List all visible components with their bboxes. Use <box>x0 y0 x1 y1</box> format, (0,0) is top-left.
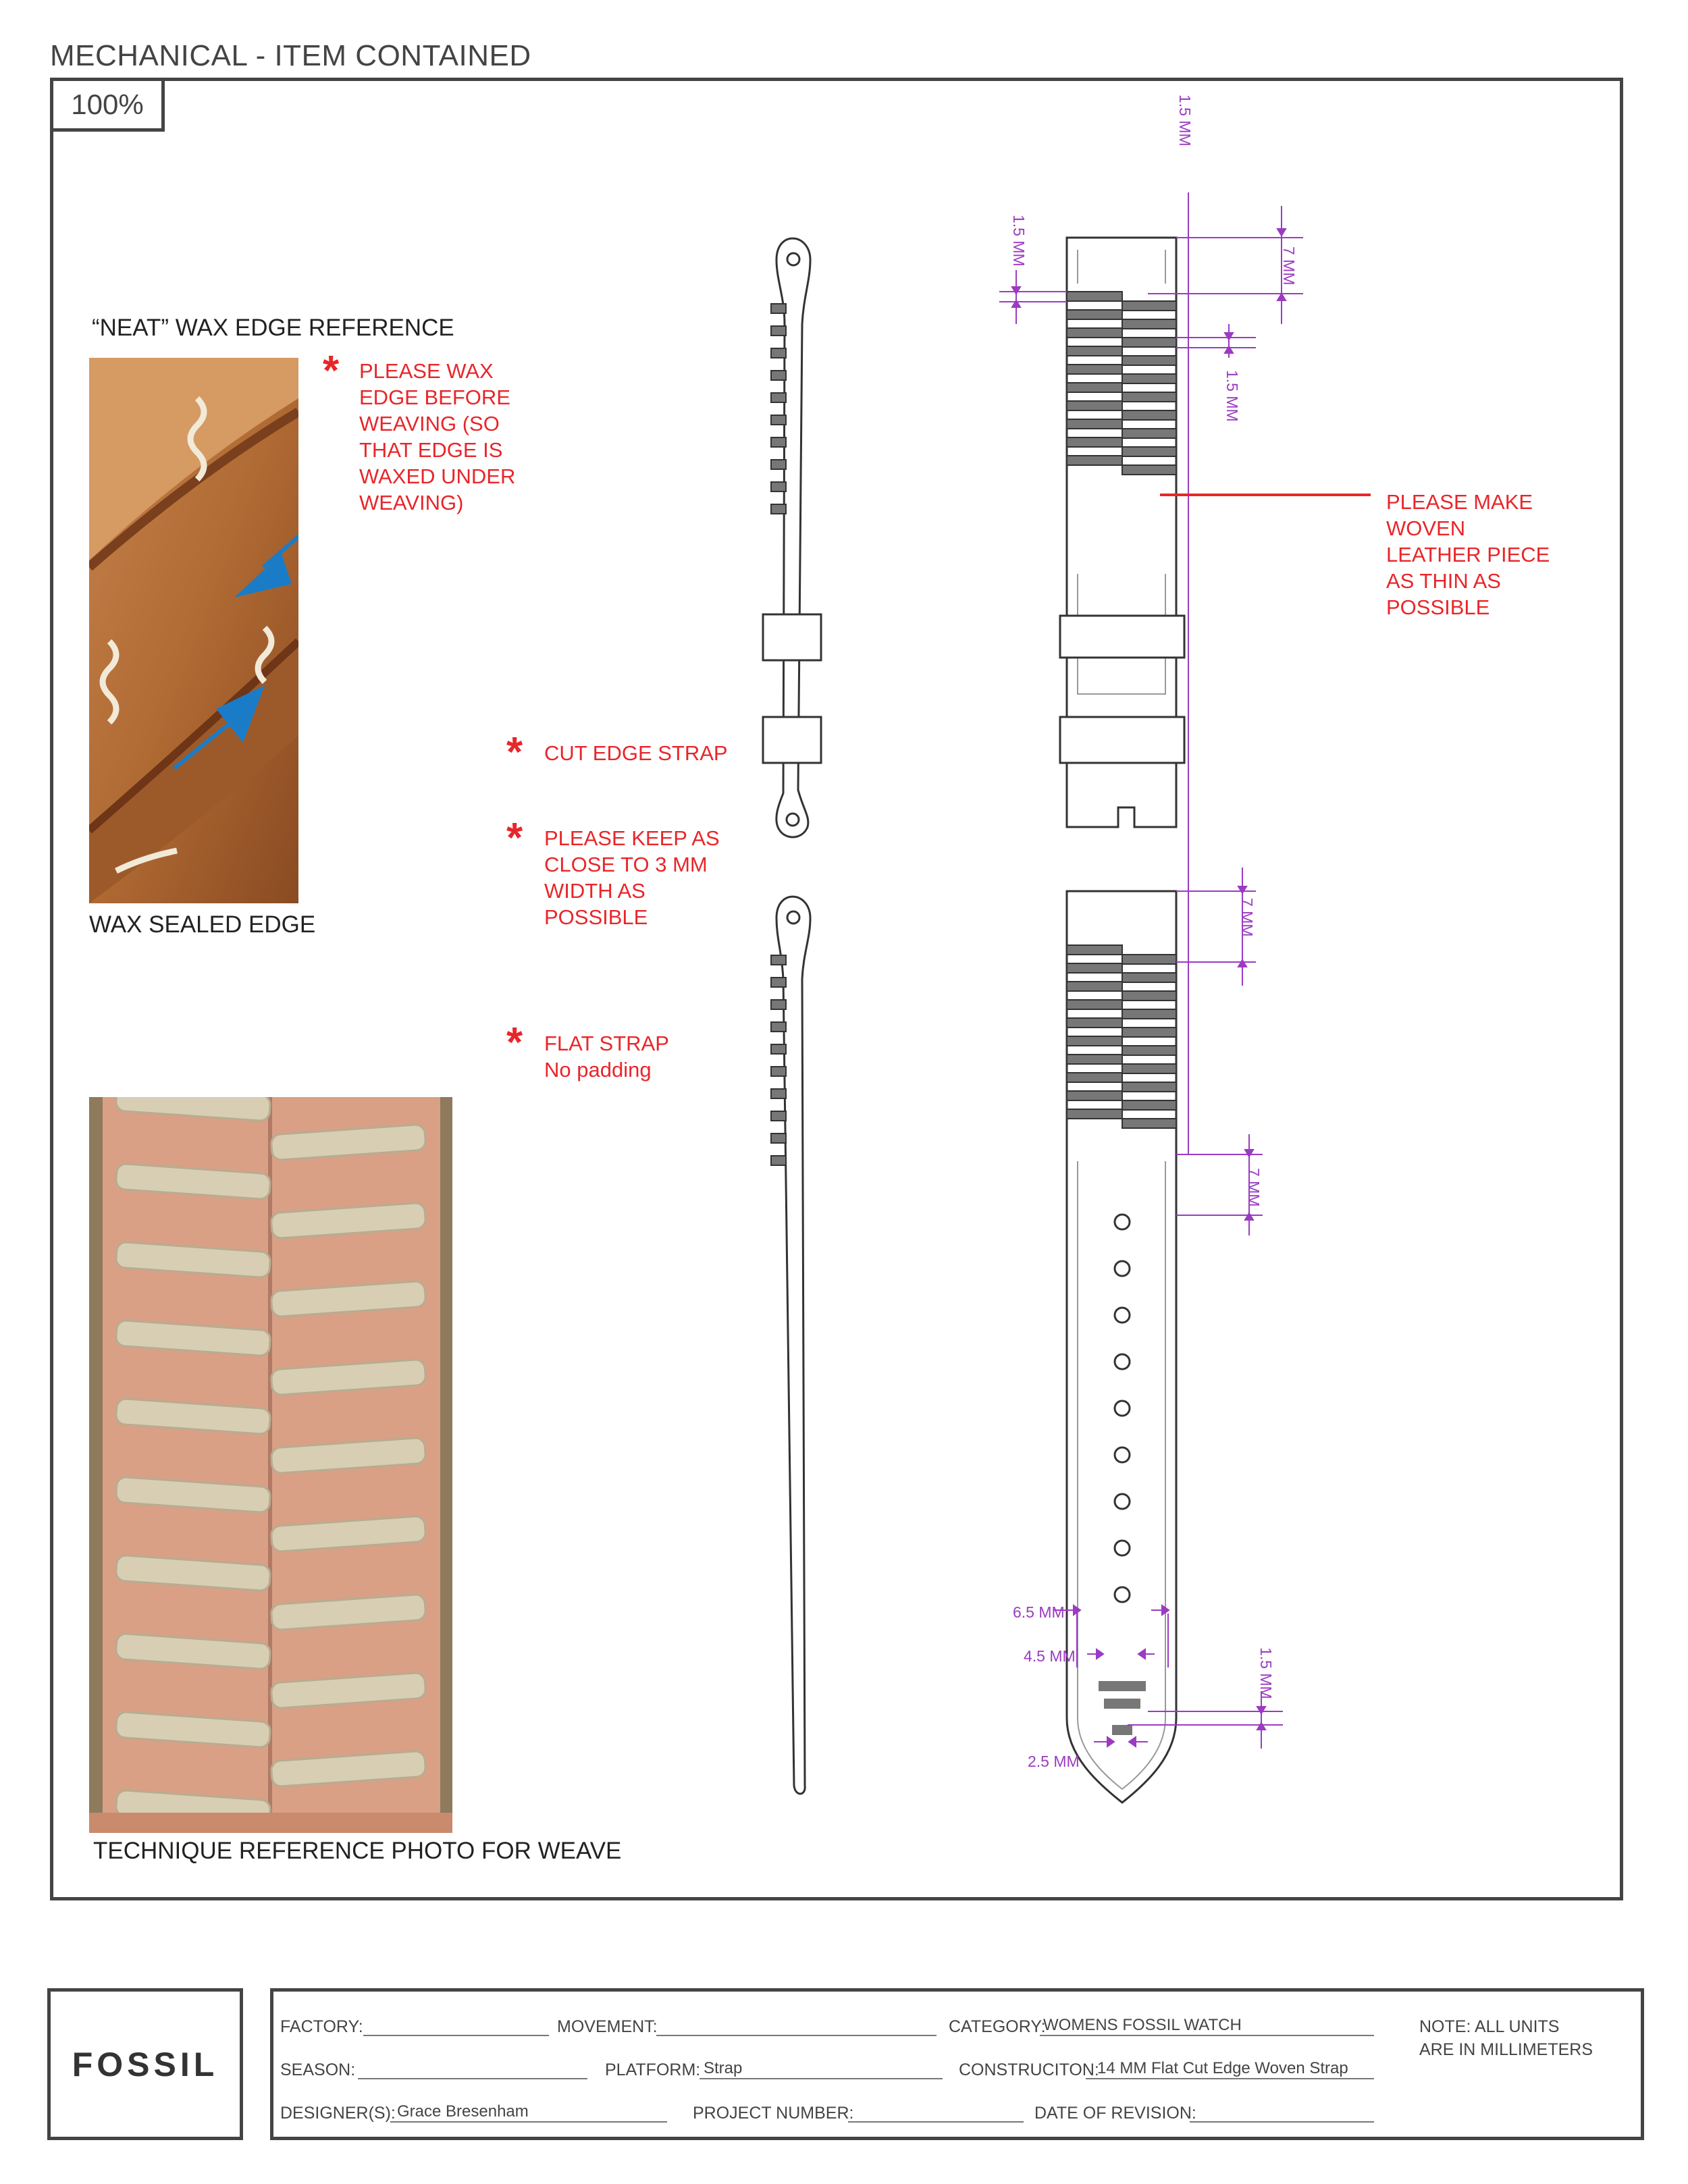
construction-label: CONSTRUCITON: <box>959 2060 1099 2079</box>
front-view-top-strap <box>1059 236 1186 828</box>
construction-field <box>1086 2078 1374 2079</box>
category-value: WOMENS FOSSIL WATCH <box>1043 2016 1242 2034</box>
designer-label: DESIGNER(S): <box>280 2104 396 2123</box>
units-note-line1: NOTE: ALL UNITS <box>1419 2017 1560 2036</box>
movement-field <box>656 2035 937 2036</box>
platform-value: Strap <box>704 2059 743 2077</box>
brand-logo: FOSSIL <box>47 1988 243 2140</box>
platform-label: PLATFORM: <box>605 2060 701 2079</box>
dimension-label: 6.5 MM <box>1013 1603 1065 1621</box>
factory-field <box>363 2035 549 2036</box>
page-title: MECHANICAL - ITEM CONTAINED <box>50 39 531 72</box>
season-field <box>358 2078 587 2079</box>
units-note-line2: ARE IN MILLIMETERS <box>1419 2040 1593 2059</box>
dimension-label: 1.5 MM <box>1176 95 1194 147</box>
dimension-label: 7 MM <box>1238 898 1256 937</box>
wax-edge-photo <box>89 358 298 903</box>
front-view-bottom-strap <box>1065 890 1178 1804</box>
dimension-label: 1.5 MM <box>1223 370 1241 422</box>
wax-edge-caption: WAX SEALED EDGE <box>89 911 316 938</box>
dimension-label: 1.5 MM <box>1010 215 1028 267</box>
woven-thin-note: PLEASE MAKE WOVEN LEATHER PIECE AS THIN … <box>1386 490 1550 619</box>
weave-technique-photo <box>89 1097 452 1833</box>
dimension-label: 7 MM <box>1280 246 1298 286</box>
season-label: SEASON: <box>280 2060 356 2079</box>
wax-reference-heading: “NEAT” WAX EDGE REFERENCE <box>92 315 454 341</box>
dimension-label: 7 MM <box>1245 1168 1263 1207</box>
revision-date-label: DATE OF REVISION: <box>1034 2104 1196 2123</box>
drawing-frame <box>50 78 1623 1900</box>
revision-date-field <box>1190 2121 1374 2123</box>
category-label: CATEGORY: <box>949 2017 1046 2036</box>
project-number-label: PROJECT NUMBER: <box>693 2104 854 2123</box>
scale-indicator: 100% <box>50 78 165 132</box>
cut-edge-note: CUT EDGE STRAP <box>544 741 728 765</box>
title-block <box>270 1988 1644 2140</box>
designer-field <box>390 2121 667 2123</box>
project-number-field <box>848 2121 1024 2123</box>
weave-photo-caption: TECHNIQUE REFERENCE PHOTO FOR WEAVE <box>93 1838 622 1864</box>
dimension-label: 2.5 MM <box>1028 1753 1080 1770</box>
flat-strap-note: FLAT STRAP No padding <box>544 1032 669 1082</box>
arrow-icon-lower <box>173 685 265 770</box>
factory-label: FACTORY: <box>280 2017 363 2036</box>
arrow-icon-upper <box>234 533 298 597</box>
designer-value: Grace Bresenham <box>397 2102 529 2121</box>
side-profile-bottom-strap <box>770 895 812 1795</box>
dimension-label: 1.5 MM <box>1257 1647 1275 1699</box>
keep-width-note: PLEASE KEEP AS CLOSE TO 3 MM WIDTH AS PO… <box>544 826 720 929</box>
platform-field <box>700 2078 943 2079</box>
wax-note: PLEASE WAX EDGE BEFORE WEAVING (SO THAT … <box>359 359 516 514</box>
category-field <box>1040 2035 1374 2036</box>
construction-value: 14 MM Flat Cut Edge Woven Strap <box>1097 2059 1348 2077</box>
side-profile-top-strap <box>762 237 822 838</box>
movement-label: MOVEMENT: <box>557 2017 658 2036</box>
dimension-label: 4.5 MM <box>1024 1647 1076 1665</box>
